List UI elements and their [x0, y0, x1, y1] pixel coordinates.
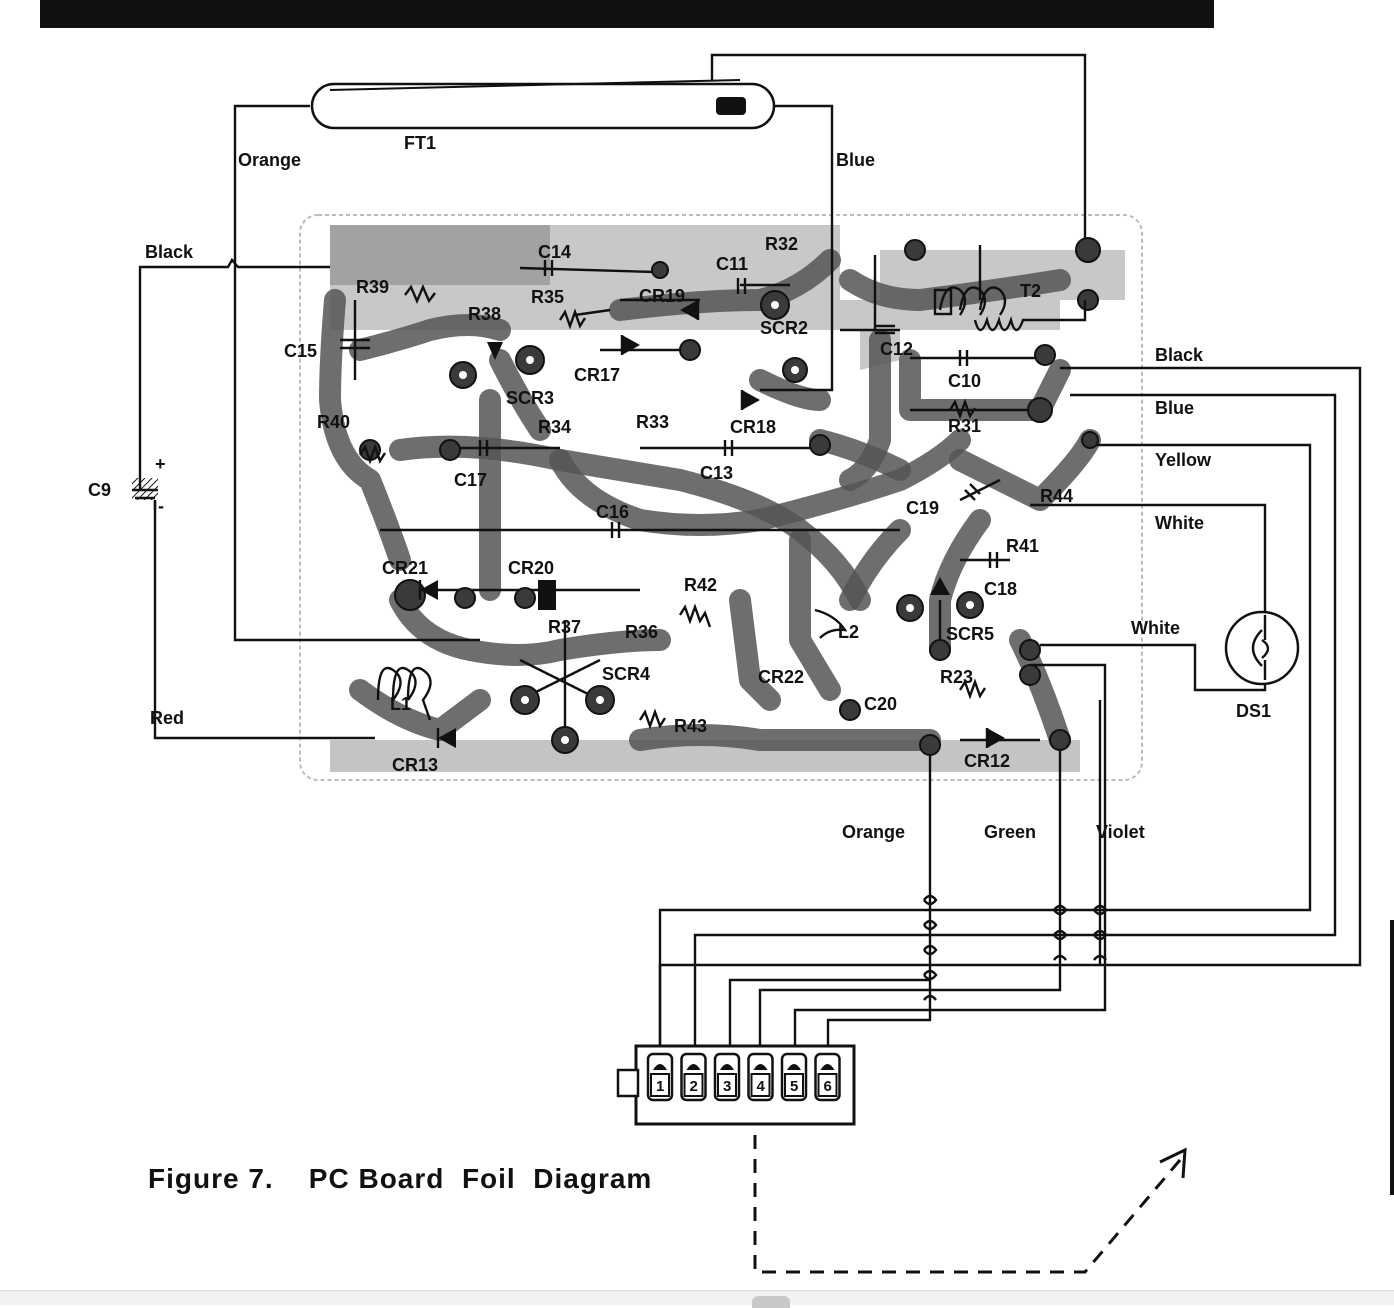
- label-scr3: SCR3: [506, 388, 554, 408]
- label-cr22: CR22: [758, 667, 804, 687]
- connector-pins: 1 2 3 4 5 6: [646, 1052, 841, 1102]
- label-r39: R39: [356, 277, 389, 297]
- connector-pin-number: 5: [790, 1078, 798, 1095]
- component-symbols: [132, 260, 1087, 748]
- wire-label-yellow-right: Yellow: [1155, 450, 1212, 470]
- wire-label-green-bottom: Green: [984, 822, 1036, 842]
- label-r37: R37: [548, 617, 581, 637]
- label-cr20: CR20: [508, 558, 554, 578]
- component-labels: FT1 C14 R32 C11 T2 R39 R35 CR19 R38 SCR2…: [88, 133, 1271, 775]
- label-l2: L2: [838, 622, 859, 642]
- label-r40: R40: [317, 412, 350, 432]
- wire-label-white-right-1: White: [1155, 513, 1204, 533]
- c9-plus-sign: +: [155, 454, 166, 474]
- label-r33: R33: [636, 412, 669, 432]
- label-r35: R35: [531, 287, 564, 307]
- label-cr19: CR19: [639, 286, 685, 306]
- figure-caption: Figure 7. PC Board Foil Diagram: [148, 1163, 652, 1194]
- label-scr2: SCR2: [760, 318, 808, 338]
- label-c10: C10: [948, 371, 981, 391]
- label-cr13: CR13: [392, 755, 438, 775]
- label-l1: L1: [390, 694, 411, 714]
- label-r36: R36: [625, 622, 658, 642]
- label-ft1: FT1: [404, 133, 436, 153]
- flash-tube-ft1: [310, 79, 776, 130]
- wire-label-orange-bottom: Orange: [842, 822, 905, 842]
- top-black-bar: [40, 0, 1214, 28]
- label-r44: R44: [1040, 486, 1073, 506]
- wire-label-violet-bottom: Violet: [1096, 822, 1145, 842]
- label-cr17: CR17: [574, 365, 620, 385]
- wire-label-orange-top: Orange: [238, 150, 301, 170]
- connector-pin-number: 4: [757, 1078, 766, 1095]
- label-c14: C14: [538, 242, 571, 262]
- connector-pin-number: 1: [656, 1078, 664, 1095]
- label-c13: C13: [700, 463, 733, 483]
- connector-pin-6: 6: [814, 1052, 841, 1102]
- label-c19: C19: [906, 498, 939, 518]
- label-c15: C15: [284, 341, 317, 361]
- scroll-thumb[interactable]: [752, 1296, 790, 1308]
- wire-label-white-right-2: White: [1131, 618, 1180, 638]
- pcb-board: [299, 214, 1143, 781]
- label-r34: R34: [538, 417, 571, 437]
- wire-label-blue-right: Blue: [1155, 398, 1194, 418]
- dashed-arrow: [753, 1135, 1187, 1274]
- label-r43: R43: [674, 716, 707, 736]
- label-c20: C20: [864, 694, 897, 714]
- wire-label-blue-top: Blue: [836, 150, 875, 170]
- label-r23: R23: [940, 667, 973, 687]
- label-r38: R38: [468, 304, 501, 324]
- bottom-scroll-bar[interactable]: [0, 1290, 1394, 1305]
- connector-pin-number: 6: [824, 1078, 832, 1095]
- label-cr21: CR21: [382, 558, 428, 578]
- label-c12: C12: [880, 339, 913, 359]
- label-c11: C11: [716, 254, 748, 274]
- wire-label-black-left: Black: [145, 242, 194, 262]
- label-c18: C18: [984, 579, 1017, 599]
- label-ds1: DS1: [1236, 701, 1271, 721]
- wire-label-red-left: Red: [150, 708, 184, 728]
- label-c9: C9: [88, 480, 111, 500]
- connector-pin-number: 2: [690, 1078, 698, 1095]
- label-cr12: CR12: [964, 751, 1010, 771]
- lamp-ds1: [1224, 610, 1300, 686]
- wire-color-labels: Orange Blue Black Red Black Blue Yellow …: [145, 150, 1212, 842]
- connector-pin-2: 2: [680, 1052, 707, 1102]
- label-r31: R31: [948, 416, 981, 436]
- label-c17: C17: [454, 470, 487, 490]
- label-c16: C16: [596, 502, 629, 522]
- label-scr4: SCR4: [602, 664, 650, 684]
- label-scr5: SCR5: [946, 624, 994, 644]
- connector-pin-number: 3: [723, 1078, 731, 1095]
- label-r41: R41: [1006, 536, 1039, 556]
- external-wiring: [138, 53, 1362, 1060]
- label-r42: R42: [684, 575, 717, 595]
- label-r32: R32: [765, 234, 798, 254]
- connector-pin-1: 1: [646, 1052, 674, 1102]
- label-t2: T2: [1020, 281, 1041, 301]
- connector-pin-5: 5: [780, 1052, 808, 1102]
- c9-minus-sign: -: [158, 496, 164, 516]
- connector-pin-3: 3: [713, 1052, 741, 1102]
- connector-pin-4: 4: [747, 1052, 774, 1102]
- wire-label-black-right: Black: [1155, 345, 1204, 365]
- label-cr18: CR18: [730, 417, 776, 437]
